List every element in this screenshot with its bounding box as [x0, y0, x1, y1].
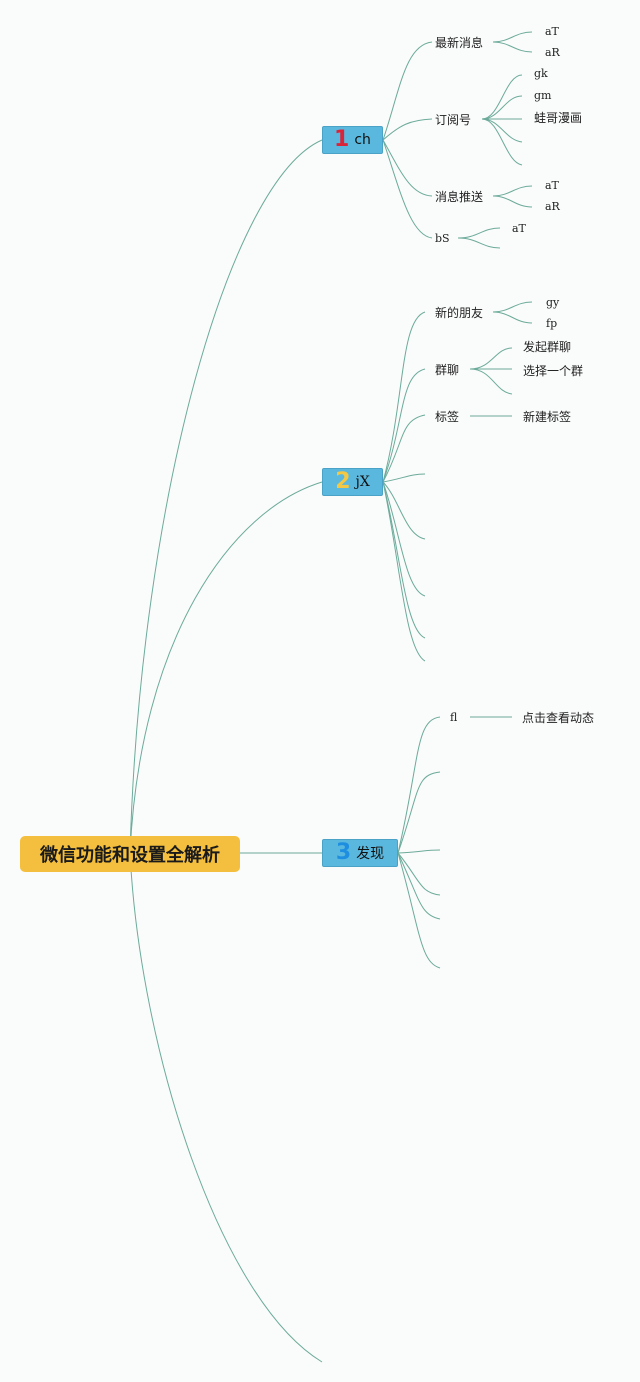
subtopic-latest-ar[interactable]: aR [545, 46, 560, 59]
branch-2-node[interactable]: 2 jX [322, 468, 383, 496]
subtopic-view-moments[interactable]: 点击查看动态 [522, 711, 595, 725]
subtopic-subscriptions-gk[interactable]: gk [534, 67, 548, 80]
branch-3-node[interactable]: 3 发现 [322, 839, 398, 867]
topic-push-notifications[interactable]: 消息推送 [435, 190, 484, 204]
subtopic-push-ar[interactable]: aR [545, 200, 560, 213]
subtopic-latest-at[interactable]: aT [545, 25, 559, 38]
subtopic-new-friends-fp[interactable]: fp [546, 317, 558, 330]
subtopic-subscriptions-gm[interactable]: gm [534, 89, 552, 102]
topic-fl[interactable]: fl [450, 711, 458, 724]
subtopic-push-at[interactable]: aT [545, 179, 559, 192]
subtopic-subscriptions-comic[interactable]: 蛙哥漫画 [534, 111, 583, 125]
topic-latest-messages[interactable]: 最新消息 [435, 36, 484, 50]
branch-1-number: 1 [334, 127, 350, 152]
topic-group-chat[interactable]: 群聊 [435, 363, 460, 377]
subtopic-start-group-chat[interactable]: 发起群聊 [523, 340, 572, 354]
subtopic-bs-at[interactable]: aT [512, 222, 526, 235]
branch-1-label: ch [354, 132, 371, 148]
branch-3-label: 发现 [356, 846, 385, 862]
subtopic-new-friends-gy[interactable]: gy [546, 296, 560, 309]
subtopic-select-group[interactable]: 选择一个群 [523, 364, 584, 378]
topic-new-friends[interactable]: 新的朋友 [435, 306, 484, 320]
branch-3-number: 3 [335, 840, 352, 865]
topic-tags[interactable]: 标签 [435, 410, 460, 424]
subtopic-new-tag[interactable]: 新建标签 [523, 410, 572, 424]
branch-1-node[interactable]: 1 ch [322, 126, 383, 154]
branch-2-label: jX [355, 474, 370, 490]
topic-bs[interactable]: bS [435, 232, 450, 245]
topic-subscriptions[interactable]: 订阅号 [435, 113, 472, 127]
root-topic[interactable]: 微信功能和设置全解析 [20, 836, 240, 872]
branch-2-number: 2 [335, 469, 351, 494]
